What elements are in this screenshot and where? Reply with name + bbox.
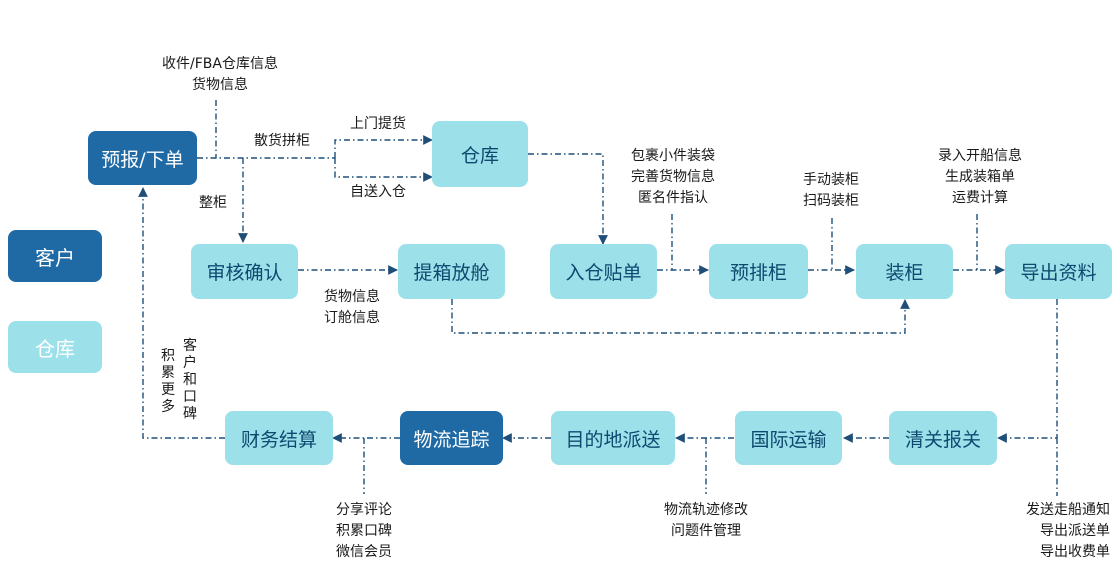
legend-customer: 客户 xyxy=(8,230,102,282)
node-finance[interactable]: 财务结算 xyxy=(225,411,333,465)
note-line: 导出派送单 xyxy=(1040,523,1110,539)
note-self-delivery: 自送入仓 xyxy=(350,184,406,200)
note-booking: 货物信息 订舱信息 xyxy=(312,287,392,329)
note-line: 收件/FBA仓库信息 xyxy=(162,56,278,72)
note-line: 导出收费单 xyxy=(1040,544,1110,560)
note-line: 录入开船信息 xyxy=(938,148,1022,164)
note-line: 手动装柜 xyxy=(803,172,859,188)
node-tracking[interactable]: 物流追踪 xyxy=(400,411,503,465)
node-export[interactable]: 导出资料 xyxy=(1005,244,1112,299)
edge-warehouse-inbound xyxy=(528,153,608,245)
note-line: 发送走船通知 xyxy=(1026,502,1110,518)
note-receiver-info: 收件/FBA仓库信息 货物信息 xyxy=(145,54,295,96)
node-delivery[interactable]: 目的地派送 xyxy=(551,411,675,465)
note-line: 匿名件指认 xyxy=(638,190,708,206)
note-line: 积累口碑 xyxy=(336,523,392,539)
node-forecast[interactable]: 预报/下单 xyxy=(88,131,197,185)
note-door-pickup: 上门提货 xyxy=(350,116,406,132)
note-share: 分享评论 积累口碑 微信会员 xyxy=(323,500,405,563)
note-line: 运费计算 xyxy=(952,190,1008,206)
note-track-edit: 物流轨迹修改 问题件管理 xyxy=(646,500,766,542)
note-line: 问题件管理 xyxy=(671,523,741,539)
note-reputation-col1: 积累更多 xyxy=(161,348,175,415)
edge-finance-forecast xyxy=(138,187,225,439)
note-line: 分享评论 xyxy=(336,502,392,518)
note-line: 生成装箱单 xyxy=(945,169,1015,185)
edge-self-delivery xyxy=(334,158,433,182)
note-ship-info: 录入开船信息 生成装箱单 运费计算 xyxy=(925,146,1035,209)
note-line: 货物信息 xyxy=(324,289,380,305)
node-warehouse[interactable]: 仓库 xyxy=(432,121,528,187)
legend-warehouse: 仓库 xyxy=(8,321,102,373)
node-intl[interactable]: 国际运输 xyxy=(735,411,842,465)
note-line: 包裹小件装袋 xyxy=(631,148,715,164)
note-line: 微信会员 xyxy=(336,544,392,560)
note-line: 货物信息 xyxy=(192,77,248,93)
node-preload[interactable]: 预排柜 xyxy=(709,244,808,299)
edge-pickup-loading xyxy=(451,299,910,334)
node-customs[interactable]: 清关报关 xyxy=(889,411,997,465)
note-packing: 包裹小件装袋 完善货物信息 匿名件指认 xyxy=(618,146,728,209)
note-line: 订舱信息 xyxy=(324,310,380,326)
note-notify: 发送走船通知 导出派送单 导出收费单 xyxy=(998,500,1110,563)
edge-door-pickup xyxy=(334,135,433,158)
note-line: 物流轨迹修改 xyxy=(664,502,748,518)
node-inbound[interactable]: 入仓贴单 xyxy=(550,244,657,299)
note-reputation-col2: 客户和口碑 xyxy=(183,338,197,422)
note-fcl: 整柜 xyxy=(199,195,227,211)
edge-export-customs xyxy=(997,299,1058,443)
note-line: 扫码装柜 xyxy=(803,193,859,209)
note-load-mode: 手动装柜 扫码装柜 xyxy=(791,170,871,212)
note-lcl: 散货拼柜 xyxy=(254,133,310,149)
node-review[interactable]: 审核确认 xyxy=(191,244,298,299)
node-pickup[interactable]: 提箱放舱 xyxy=(398,244,505,299)
note-line: 完善货物信息 xyxy=(631,169,715,185)
node-loading[interactable]: 装柜 xyxy=(856,244,953,299)
